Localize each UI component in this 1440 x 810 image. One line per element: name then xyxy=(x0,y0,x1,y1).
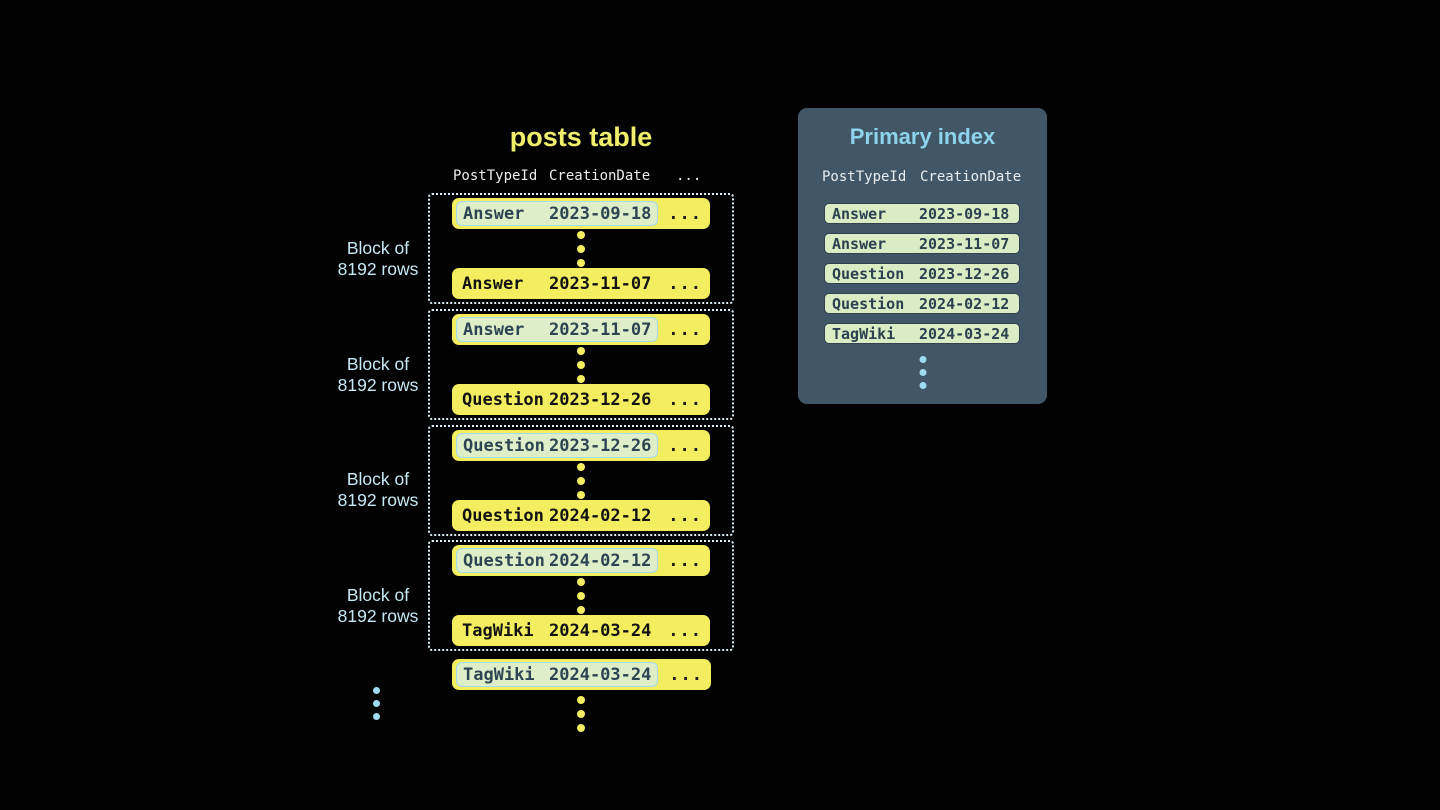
vertical-ellipsis-dots xyxy=(577,346,585,383)
table-row-block4-first: Question 2024-02-12 ... xyxy=(452,545,710,576)
column-header-creationdate: CreationDate xyxy=(549,168,651,184)
index-entry: Answer 2023-09-18 xyxy=(824,203,1020,224)
table-row-block4-last: TagWiki 2024-03-24 ... xyxy=(452,615,710,646)
more-blocks-ellipsis-dots xyxy=(358,687,394,720)
cell-creationdate: 2023-11-07 xyxy=(919,234,1010,253)
column-header-posttypeid: PostTypeId xyxy=(822,169,907,185)
index-entry: Question 2023-12-26 xyxy=(824,263,1020,284)
more-index-entries-ellipsis-dots xyxy=(919,356,926,389)
cell-creationdate: 2024-03-24 xyxy=(549,620,652,641)
row-ellipsis: ... xyxy=(668,435,702,456)
indexed-row-highlight: Answer 2023-09-18 xyxy=(456,201,659,226)
cell-creationdate: 2023-12-26 xyxy=(919,264,1010,283)
cell-creationdate: 2023-12-26 xyxy=(549,389,652,410)
vertical-ellipsis-dots xyxy=(577,577,585,614)
primary-index-panel: Primary index PostTypeId CreationDate An… xyxy=(798,108,1047,404)
row-ellipsis: ... xyxy=(668,389,702,410)
cell-creationdate: 2024-03-24 xyxy=(919,324,1010,343)
block-label-line2: 8192 rows xyxy=(337,258,419,279)
table-row-block2-first: Answer 2023-11-07 ... xyxy=(452,314,710,345)
row-block-1: Answer 2023-09-18 ... Answer 2023-11-07 … xyxy=(428,193,734,304)
block-label-line2: 8192 rows xyxy=(337,605,419,626)
block-label-line1: Block of xyxy=(346,238,410,258)
index-entry: TagWiki 2024-03-24 xyxy=(824,323,1020,344)
row-ellipsis: ... xyxy=(668,319,702,340)
vertical-ellipsis-dots xyxy=(577,230,585,267)
indexed-row-highlight: Answer 2023-11-07 xyxy=(456,317,659,342)
row-ellipsis: ... xyxy=(668,620,702,641)
block-label-3: Block of 8192 rows xyxy=(305,469,451,510)
posts-table-title: posts table xyxy=(509,122,653,152)
indexed-row-highlight: TagWiki 2024-03-24 xyxy=(456,662,659,687)
row-ellipsis: ... xyxy=(668,203,702,224)
block-label-4: Block of 8192 rows xyxy=(305,585,451,626)
block-label-line2: 8192 rows xyxy=(337,374,419,395)
indexed-row-highlight: Question 2023-12-26 xyxy=(456,433,659,458)
block-label-line1: Block of xyxy=(346,469,410,489)
table-row-block3-last: Question 2024-02-12 ... xyxy=(452,500,710,531)
indexed-row-highlight: Question 2024-02-12 xyxy=(456,548,659,573)
cell-posttypeid: Answer xyxy=(832,204,887,223)
block-label-1: Block of 8192 rows xyxy=(305,238,451,279)
row-ellipsis: ... xyxy=(668,273,702,294)
cell-posttypeid: Answer xyxy=(463,319,525,340)
cell-posttypeid: Answer xyxy=(832,234,887,253)
cell-creationdate: 2023-11-07 xyxy=(549,273,652,294)
cell-posttypeid: Question xyxy=(463,550,545,571)
cell-posttypeid: TagWiki xyxy=(463,664,535,685)
more-rows-ellipsis-dots xyxy=(563,696,599,732)
cell-creationdate: 2023-09-18 xyxy=(549,203,652,224)
cell-creationdate: 2023-11-07 xyxy=(549,319,652,340)
block-label-line1: Block of xyxy=(346,585,410,605)
vertical-ellipsis-dots xyxy=(577,462,585,499)
column-header-posttypeid: PostTypeId xyxy=(453,168,538,184)
column-header-creationdate: CreationDate xyxy=(920,169,1022,185)
cell-posttypeid: TagWiki xyxy=(462,620,534,641)
cell-creationdate: 2024-02-12 xyxy=(919,294,1010,313)
block-label-line2: 8192 rows xyxy=(337,489,419,510)
row-ellipsis: ... xyxy=(668,505,702,526)
table-row-block3-first: Question 2023-12-26 ... xyxy=(452,430,710,461)
row-ellipsis: ... xyxy=(669,664,703,685)
cell-creationdate: 2024-02-12 xyxy=(549,550,652,571)
cell-posttypeid: Answer xyxy=(463,203,525,224)
cell-creationdate: 2023-09-18 xyxy=(919,204,1010,223)
primary-index-column-headers: PostTypeId CreationDate xyxy=(798,169,1047,185)
row-block-2: Answer 2023-11-07 ... Question 2023-12-2… xyxy=(428,309,734,420)
cell-posttypeid: Answer xyxy=(462,273,524,294)
cell-posttypeid: TagWiki xyxy=(832,324,896,343)
cell-posttypeid: Question xyxy=(462,389,544,410)
row-block-3: Question 2023-12-26 ... Question 2024-02… xyxy=(428,425,734,536)
cell-posttypeid: Question xyxy=(832,294,905,313)
index-entry: Answer 2023-11-07 xyxy=(824,233,1020,254)
table-row-next-block-first: TagWiki 2024-03-24 ... xyxy=(452,659,711,690)
cell-posttypeid: Question xyxy=(832,264,905,283)
cell-creationdate: 2024-02-12 xyxy=(549,505,652,526)
row-block-4: Question 2024-02-12 ... TagWiki 2024-03-… xyxy=(428,540,734,651)
row-ellipsis: ... xyxy=(668,550,702,571)
block-label-line1: Block of xyxy=(346,354,410,374)
table-row-block1-first: Answer 2023-09-18 ... xyxy=(452,198,710,229)
cell-posttypeid: Question xyxy=(463,435,545,456)
cell-creationdate: 2023-12-26 xyxy=(549,435,652,456)
table-row-block2-last: Question 2023-12-26 ... xyxy=(452,384,710,415)
posts-table-column-headers: PostTypeId CreationDate ... xyxy=(428,167,734,185)
table-row-block1-last: Answer 2023-11-07 ... xyxy=(452,268,710,299)
block-label-2: Block of 8192 rows xyxy=(305,354,451,395)
column-header-ellipsis: ... xyxy=(676,168,702,184)
primary-index-title: Primary index xyxy=(849,124,996,149)
primary-index-rows: Answer 2023-09-18 Answer 2023-11-07 Ques… xyxy=(824,203,1020,353)
cell-posttypeid: Question xyxy=(462,505,544,526)
cell-creationdate: 2024-03-24 xyxy=(549,664,652,685)
index-entry: Question 2024-02-12 xyxy=(824,293,1020,314)
